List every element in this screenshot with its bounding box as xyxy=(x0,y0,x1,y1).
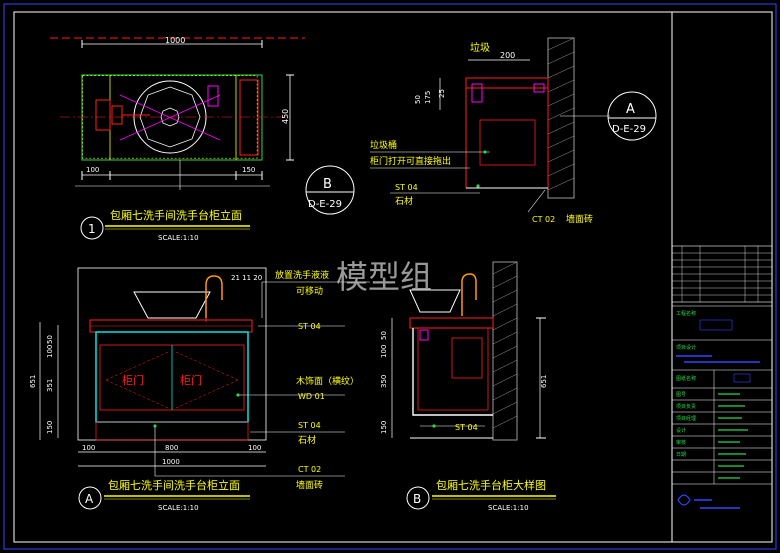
tb-r7: 设计 xyxy=(676,427,686,434)
section-dim-top: 200 xyxy=(500,51,515,60)
tb-r2: 项目设计 xyxy=(676,344,696,351)
plan-scale: SCALE:1:10 xyxy=(158,234,199,242)
plan-callout-letter: B xyxy=(323,177,332,192)
tb-r6: 项目经理 xyxy=(676,415,696,422)
tb-r3: 图纸名称 xyxy=(676,375,696,382)
elev-b-title: 包厢七洗手台柜大样图 xyxy=(436,478,546,492)
plan-title: 包厢七洗手间洗手台柜立面 xyxy=(110,208,242,222)
plan-dim-bottom-left: 100 xyxy=(86,166,99,174)
soap-note-line2: 可移动 xyxy=(296,285,323,297)
faucet-dims: 21 11 20 xyxy=(231,274,262,282)
elev-a-dim-100: 100 xyxy=(46,345,54,358)
plan-dim-bottom-right: 150 xyxy=(242,166,255,174)
section-dim-175: 175 xyxy=(424,91,432,104)
title-block: 工程名称 项目设计 图纸名称 图号 项目负责 项目经理 设计 审核 日期 xyxy=(671,12,773,542)
elev-b-letter: B xyxy=(413,492,421,506)
door-right-label: 柜门 xyxy=(180,373,202,387)
section-dim-25: 25 xyxy=(438,89,446,98)
elev-a-title: 包厢七洗手间洗手台柜立面 xyxy=(108,478,240,492)
section-note-line2: 柜门打开可直接拖出 xyxy=(370,155,451,167)
tb-r8: 审核 xyxy=(676,439,686,446)
outer-frame xyxy=(3,3,777,550)
elevation-b: 50 100 350 150 651 ST 04 B 包厢七洗手台柜大样图 SC… xyxy=(380,261,556,512)
elev-a-dim-351: 351 xyxy=(46,379,54,392)
plan-dim-top: 1000 xyxy=(165,36,185,45)
elev-a-ct-material: 墙面砖 xyxy=(296,479,323,491)
section-ct-code: CT 02 xyxy=(532,215,555,224)
elev-b-dim-150: 150 xyxy=(380,421,388,434)
section-st-code: ST 04 xyxy=(395,183,418,192)
elev-a-dim-bottom-100b: 100 xyxy=(248,444,261,452)
section-note-line1: 垃圾桶 xyxy=(370,139,397,151)
tb-r4: 图号 xyxy=(676,392,686,398)
elev-b-dim-350: 350 xyxy=(380,375,388,388)
elev-a-dim-150: 150 xyxy=(46,421,54,434)
elev-a-st-mid-code: ST 04 xyxy=(298,421,321,430)
plan-view: 1000 450 100 150 xyxy=(50,36,355,242)
elev-a-dim-bottom-800: 800 xyxy=(165,444,178,452)
elev-a-letter: A xyxy=(85,492,94,506)
section-callout-ref: D-E-29 xyxy=(612,124,646,135)
elev-a-dim-bottom-100a: 100 xyxy=(82,444,95,452)
section-dim-50: 50 xyxy=(414,95,422,104)
section-view-top: 垃圾 200 50 175 25 A D-E-29 垃圾桶 xyxy=(370,37,657,225)
tb-r1: 工程名称 xyxy=(676,310,696,317)
elev-a-scale: SCALE:1:10 xyxy=(158,504,199,512)
section-st-material: 石材 xyxy=(395,195,413,207)
elev-a-st-top: ST 04 xyxy=(298,322,321,331)
watermark: 模型组 xyxy=(336,258,432,296)
wood-code: WD 01 xyxy=(298,392,325,401)
section-callout-letter: A xyxy=(626,102,635,117)
door-left-label: 柜门 xyxy=(122,373,144,387)
elev-b-st-code: ST 04 xyxy=(455,423,478,432)
elev-a-dim-bottom-1000: 1000 xyxy=(162,458,180,466)
tb-r9: 日期 xyxy=(676,452,686,458)
wood-line1: 木饰面（横纹） xyxy=(296,375,359,387)
elev-b-scale: SCALE:1:10 xyxy=(488,504,529,512)
elevation-a: 柜门 柜门 50 100 351 150 651 100 800 100 100… xyxy=(29,267,370,512)
elev-a-dim-50: 50 xyxy=(46,335,54,344)
elev-a-st-mid-material: 石材 xyxy=(298,434,316,446)
tb-r5: 项目负责 xyxy=(676,403,696,410)
elev-b-dim-50: 50 xyxy=(380,331,388,340)
elev-b-dim-100: 100 xyxy=(380,345,388,358)
plan-callout-ref: D-E-29 xyxy=(308,199,342,210)
plan-number: 1 xyxy=(88,222,96,236)
elev-b-dim-651: 651 xyxy=(540,375,548,388)
plan-dim-right: 450 xyxy=(281,109,290,124)
section-ct-material: 墙面砖 xyxy=(566,213,593,225)
company-logo-icon xyxy=(677,494,691,506)
trash-label: 垃圾 xyxy=(470,41,490,54)
elev-a-ct-code: CT 02 xyxy=(298,465,321,474)
soap-note-line1: 放置洗手液液 xyxy=(275,269,329,281)
elev-a-dim-651: 651 xyxy=(29,375,37,388)
